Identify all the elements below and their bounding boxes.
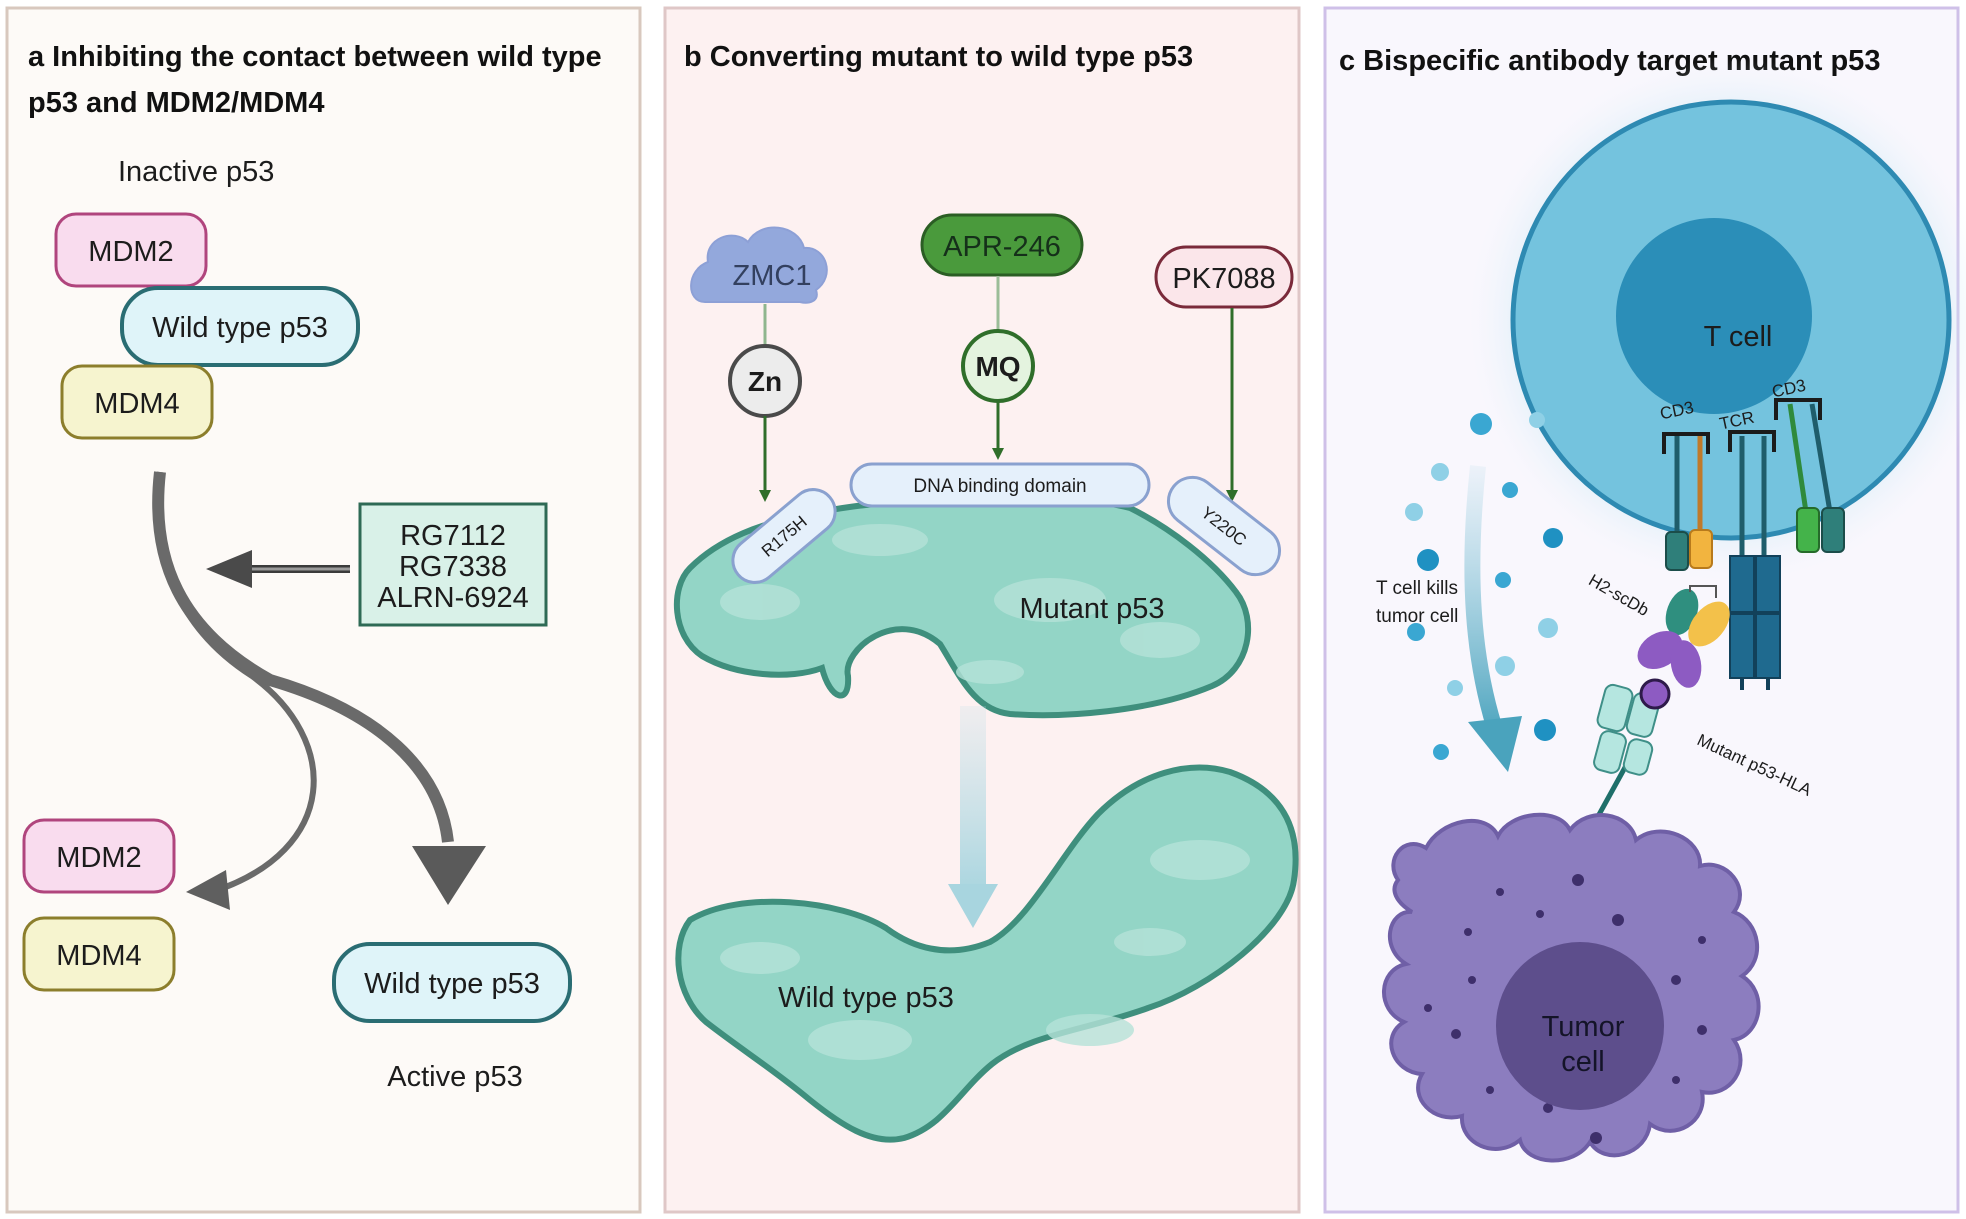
r175h-site: R175H <box>731 488 837 584</box>
panel-c: c Bispecific antibody target mutant p53 … <box>1323 6 1966 1214</box>
drug-rg7112: RG7112 <box>400 520 506 552</box>
zmc1-cloud: ZMC1 <box>690 226 828 304</box>
wild-type-p53-label: Wild type p53 <box>778 982 954 1014</box>
dna-binding-domain: DNA binding domain <box>849 462 1151 508</box>
wild-type-p53-bottom-box: Wild type p53 <box>332 942 572 1023</box>
zmc1-label: ZMC1 <box>733 260 812 292</box>
dna-binding-domain-label: DNA binding domain <box>913 476 1086 497</box>
inhibition-arrow <box>206 550 350 588</box>
pk7088-label: PK7088 <box>1172 263 1275 295</box>
tumor-cell-label-line2: cell <box>1561 1046 1605 1078</box>
panel-a-title-line2: p53 and MDM2/MDM4 <box>28 87 324 119</box>
mq-label: MQ <box>975 351 1020 382</box>
panel-a-title-line1: a Inhibiting the contact between wild ty… <box>28 41 602 73</box>
tumor-cell-nucleus <box>1496 942 1664 1110</box>
t-cell-kills-label-line1: T cell kills <box>1376 578 1458 599</box>
y220c-site: Y220C <box>1166 475 1282 577</box>
active-p53-label: Active p53 <box>387 1061 522 1093</box>
drug-alrn-6924: ALRN-6924 <box>377 582 529 614</box>
wild-type-p53-top-box: Wild type p53 <box>120 286 360 367</box>
pk7088-box: PK7088 <box>1154 245 1294 309</box>
wild-protein-texture <box>720 840 1250 1060</box>
wild-type-p53-bottom-label: Wild type p53 <box>364 968 540 1000</box>
cd3-right-receptor: CD3 <box>1770 376 1845 553</box>
mdm4-top-label: MDM4 <box>94 388 179 420</box>
dissociation-arrowhead-thin <box>186 870 230 910</box>
mdm2-top-label: MDM2 <box>88 236 173 268</box>
dissociation-curve-thick <box>152 471 454 843</box>
dissociation-arrowhead-thick <box>412 846 486 905</box>
drug-rg7338: RG7338 <box>399 551 507 583</box>
mutant-protein-texture <box>720 524 1200 684</box>
cytotoxic-granules <box>1405 412 1563 760</box>
tumor-cell-label-line1: Tumor <box>1542 1011 1625 1043</box>
zn-circle: Zn <box>728 344 802 418</box>
panel-a: a Inhibiting the contact between wild ty… <box>5 6 642 1214</box>
mutant-p53-label: Mutant p53 <box>1019 593 1164 625</box>
panel-b-title: b Converting mutant to wild type p53 <box>684 41 1193 73</box>
mq-circle: MQ <box>961 329 1035 403</box>
apr246-label: APR-246 <box>943 231 1061 263</box>
mdm2-bottom-box: MDM2 <box>22 818 176 894</box>
mdm4-bottom-label: MDM4 <box>56 940 141 972</box>
tumor-granules <box>1424 874 1707 1144</box>
t-cell-kills-label-line2: tumor cell <box>1376 606 1458 627</box>
conversion-arrow <box>948 706 998 928</box>
mdm2-bottom-label: MDM2 <box>56 842 141 874</box>
zn-label: Zn <box>748 366 782 397</box>
apr246-box: APR-246 <box>920 213 1084 277</box>
kill-arrow <box>1464 465 1522 772</box>
drug-box: RG7112 RG7338 ALRN-6924 <box>358 502 548 627</box>
wild-type-p53-top-label: Wild type p53 <box>152 312 328 344</box>
inactive-p53-label: Inactive p53 <box>118 156 274 188</box>
panel-b: b Converting mutant to wild type p53 ZMC… <box>663 6 1301 1214</box>
mdm4-top-box: MDM4 <box>60 364 214 440</box>
mdm4-bottom-box: MDM4 <box>22 916 176 992</box>
t-cell-nucleus <box>1616 218 1812 414</box>
mdm2-top-box: MDM2 <box>54 212 208 288</box>
t-cell-label: T cell <box>1704 321 1773 353</box>
